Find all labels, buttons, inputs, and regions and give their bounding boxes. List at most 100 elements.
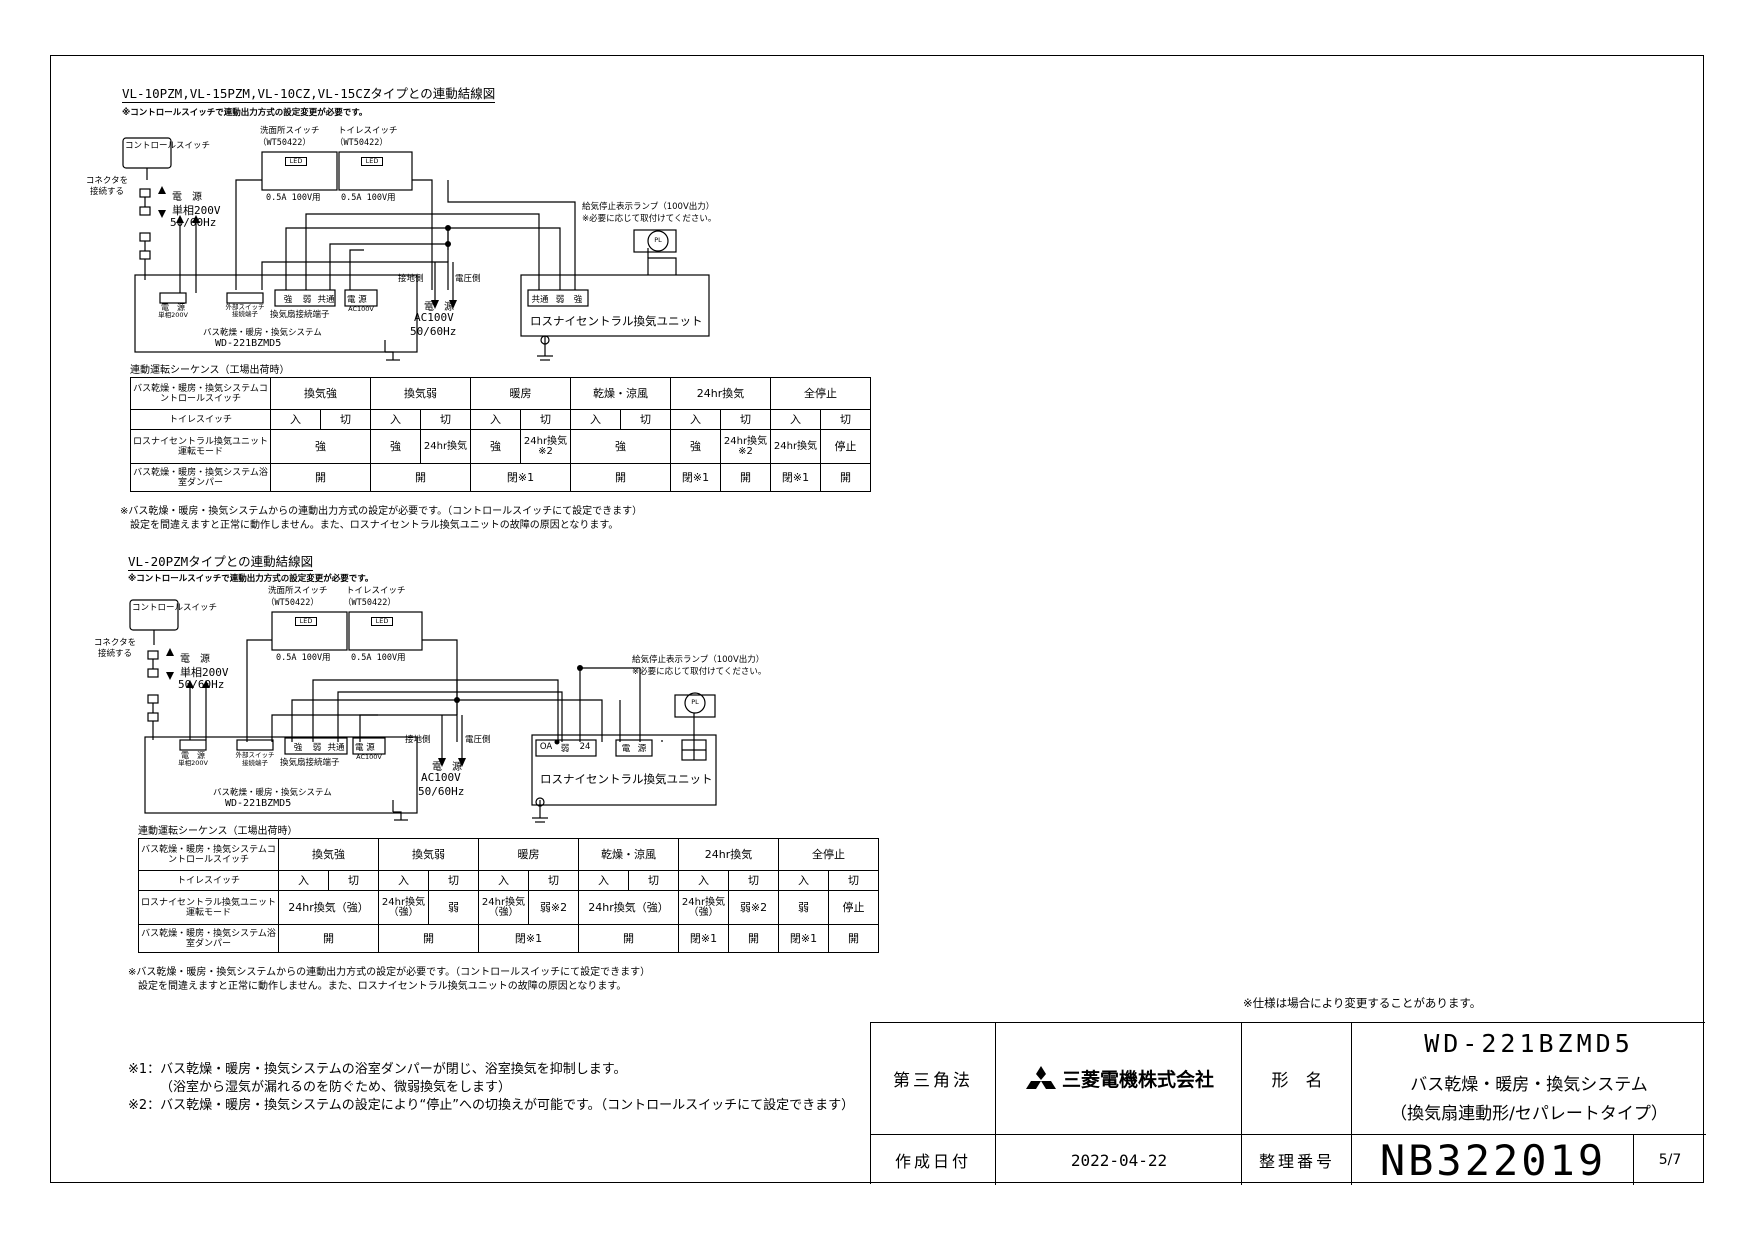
seq2-foot2: 設定を間違えますと正常に動作しません。また、ロスナイセントラル換気ユニットの故障… [138, 981, 627, 992]
unit-term-oa-2: OA [539, 742, 553, 752]
on-cell: 入 [778, 870, 829, 891]
mode-header: 暖房 [478, 838, 579, 871]
term-power-2: 電 源 [181, 751, 205, 760]
ac-label-1: 電 源 [424, 302, 454, 313]
term-fan-strong-2: 強 [293, 743, 303, 753]
product-name: バス乾燥・暖房・換気システム [1410, 1075, 1648, 1095]
unit-term-strong-1: 強 [573, 295, 583, 305]
diagram2-note: ※コントロールスイッチで連動出力方式の設定変更が必要です。 [128, 574, 374, 584]
date-value: 2022-04-22 [995, 1134, 1242, 1185]
model-cell: WD-221BZMD5 バス乾燥・暖房・換気システム （換気扇連動形/セパレート… [1351, 1023, 1706, 1134]
diagram2-title: VL-20PZMタイプとの連動結線図 [128, 551, 314, 571]
term-fan-weak-1: 弱 [302, 295, 312, 305]
power-label-1: 電 源 [172, 192, 202, 203]
control-switch-label-1: コントロールスイッチ [125, 141, 211, 151]
term-fan-label-1: 換気扇接続端子 [270, 310, 330, 320]
damper-cell: 閉※1 [770, 463, 821, 492]
page-number: 5/7 [1633, 1134, 1706, 1185]
system-model-1: WD-221BZMD5 [215, 338, 282, 349]
rating-2a: 0.5A 100V用 [276, 653, 331, 663]
unit-mode-cell: 弱 [428, 890, 479, 925]
seq1-foot1: ※バス乾燥・暖房・換気システムからの連動出力方式の設定が必要です。（コントロール… [120, 506, 643, 517]
unit-term-common-1: 共通 [531, 295, 549, 305]
unit-box-1 [520, 274, 710, 337]
switch-model-1a: （WT50422） [258, 138, 311, 148]
document-number: NB322019 [1351, 1134, 1634, 1185]
term-fan-label-2: 換気扇接続端子 [280, 758, 340, 768]
damper-cell: 開 [278, 924, 379, 953]
rating-1a: 0.5A 100V用 [266, 193, 321, 203]
date-label: 作成日付 [871, 1134, 995, 1185]
ac-voltage-2: AC100V [421, 771, 461, 784]
on-cell: 入 [378, 870, 429, 891]
led-1b: LED [361, 157, 383, 166]
spec-note: ※仕様は場合により変更することがあります。 [1243, 996, 1482, 1010]
off-cell: 切 [828, 870, 879, 891]
connector-label-2: コネクタを接続する [93, 638, 137, 659]
damper-cell: 開 [370, 463, 471, 492]
term-ext-sub-1: 接続端子 [232, 310, 258, 318]
term-ac-1: 電 源 [347, 295, 367, 305]
mode-header: 乾燥・涼風 [578, 838, 679, 871]
off-cell: 切 [528, 870, 579, 891]
ac-label-2: 電 源 [432, 762, 462, 773]
power-phase-1: 単相200V [172, 204, 221, 217]
term-ac-sub-1: AC100V [348, 305, 374, 313]
unit-mode-cell: 24hr換気 [770, 429, 821, 464]
switch-model-2b: （WT50422） [343, 598, 396, 608]
diagram1-note: ※コントロールスイッチで連動出力方式の設定変更が必要です。 [122, 108, 368, 118]
led-2b: LED [371, 617, 393, 626]
lamp-note-1: ※必要に応じて取付けてください。 [582, 214, 717, 224]
voltage-side-2: 電圧側 [465, 735, 491, 745]
unit-mode-cell: 停止 [820, 429, 871, 464]
unit-mode-cell: 24hr換気（強） [378, 890, 429, 925]
unit-term-weak-2: 弱 [560, 744, 570, 754]
term-power-sub-2: 単相200V [178, 759, 208, 767]
off-cell: 切 [328, 870, 379, 891]
unit-mode-cell: 弱※2 [528, 890, 579, 925]
footnote-2: ※2：バス乾燥・暖房・換気システムの設定により“停止”への切換えが可能です。（コ… [128, 1098, 855, 1113]
term-ext-1: 外部スイッチ [225, 303, 265, 311]
damper-cell: 開 [728, 924, 779, 953]
mode-header: 換気強 [278, 838, 379, 871]
rating-2b: 0.5A 100V用 [351, 653, 406, 663]
model-label: 形 名 [1241, 1023, 1352, 1134]
row-head-control: バス乾燥・暖房・換気システムコントロールスイッチ [138, 838, 279, 871]
unit-mode-cell: 24hr換気（強） [478, 890, 529, 925]
unit-mode-cell: 強 [570, 429, 671, 464]
damper-cell: 閉※1 [678, 924, 729, 953]
pl-1: PL [654, 236, 662, 244]
term-ac-2: 電 源 [355, 743, 375, 753]
diagram1-title: VL-10PZM,VL-15PZM,VL-10CZ,VL-15CZタイプとの連動… [122, 83, 496, 103]
mode-header: 換気弱 [378, 838, 479, 871]
led-2a: LED [295, 617, 317, 626]
power-phase-2: 単相200V [180, 666, 229, 679]
mitsubishi-logo-icon [1025, 1065, 1056, 1089]
term-fan-weak-2: 弱 [312, 743, 322, 753]
number-label: 整理番号 [1241, 1134, 1352, 1185]
row-head-damper: バス乾燥・暖房・換気システム浴室ダンパー [138, 924, 279, 953]
term-fan-strong-1: 強 [283, 295, 293, 305]
term-ac-sub-2: AC100V [356, 753, 382, 761]
row-head-damper: バス乾燥・暖房・換気システム浴室ダンパー [130, 463, 271, 492]
lamp-title-1: 給気停止表示ランプ（100V出力） [582, 202, 715, 212]
toilet-switch-label-2: トイレスイッチ [346, 586, 406, 596]
projection-label: 第三角法 [893, 1071, 973, 1091]
system-name-1: バス乾燥・暖房・換気システム [203, 328, 322, 338]
system-box-1 [134, 274, 418, 353]
ground-side-2: 接地側 [405, 735, 431, 745]
on-cell: 入 [678, 870, 729, 891]
off-cell: 切 [628, 870, 679, 891]
off-cell: 切 [728, 870, 779, 891]
damper-cell: 閉※1 [470, 463, 571, 492]
product-subtitle: （換気扇連動形/セパレートタイプ） [1390, 1104, 1668, 1124]
seq2-foot1: ※バス乾燥・暖房・換気システムからの連動出力方式の設定が必要です。（コントロール… [128, 967, 651, 978]
unit-mode-cell: 24hr換気（強） [578, 890, 679, 925]
mode-header: 全停止 [778, 838, 879, 871]
unit-mode-cell: 24hr換気（強） [278, 890, 379, 925]
unit-name-2: ロスナイセントラル換気ユニット [540, 772, 713, 786]
row-head-unit: ロスナイセントラル換気ユニット運転モード [138, 890, 279, 925]
led-1a: LED [285, 157, 307, 166]
toilet-switch-label-1: トイレスイッチ [338, 126, 398, 136]
